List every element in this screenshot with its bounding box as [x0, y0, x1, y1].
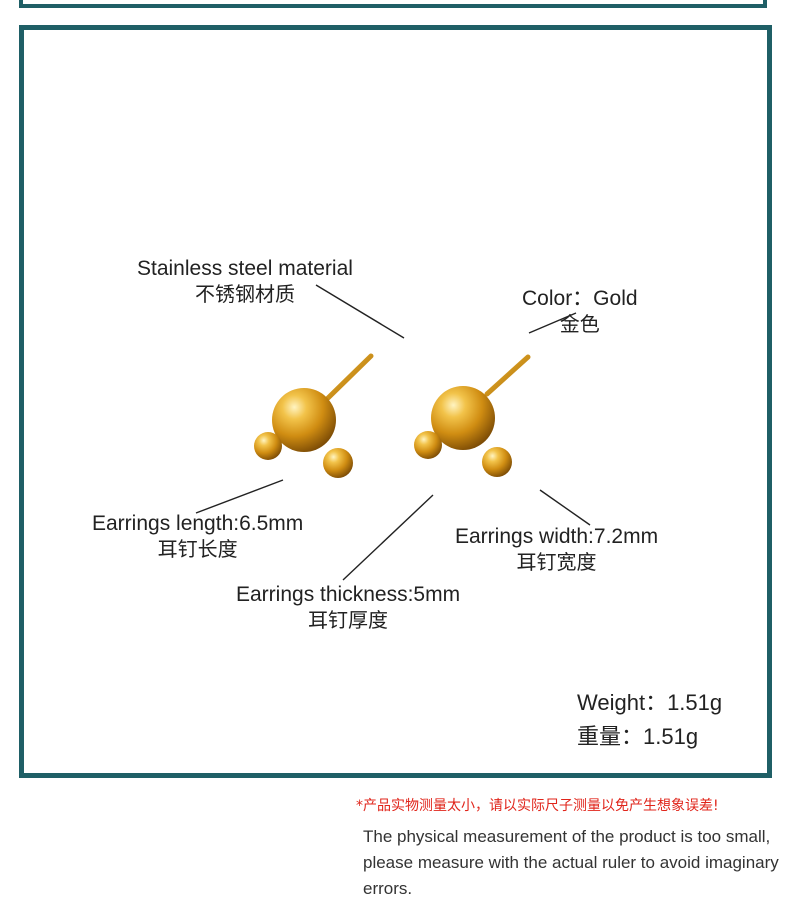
thickness-label: Earrings thickness:5mm 耳钉厚度: [236, 582, 460, 633]
color-label: Color：Gold 金色: [522, 286, 638, 337]
length-label-zh: 耳钉长度: [157, 537, 238, 562]
color-label-en: Color：Gold: [522, 287, 638, 310]
material-leader-line: [315, 284, 405, 339]
measurement-note-en: The physical measurement of the product …: [363, 827, 779, 898]
left-earring: [254, 353, 374, 478]
measurement-note-zh: *产品实物测量太小，请以实际尺子测量以免产生想象误差!: [356, 798, 719, 814]
length-label-en: Earrings length:6.5mm: [92, 512, 304, 535]
top-frame-border: [19, 0, 767, 8]
length-label: Earrings length:6.5mm 耳钉长度: [92, 511, 303, 562]
thickness-label-zh: 耳钉厚度: [308, 608, 389, 633]
material-label-en: Stainless steel material: [137, 257, 353, 280]
right-earring: [414, 354, 531, 477]
color-label-zh: 金色: [559, 312, 600, 337]
width-leader-line: [539, 489, 591, 526]
weight-zh: 重量：1.51g: [577, 724, 699, 749]
material-label-zh: 不锈钢材质: [194, 282, 295, 307]
material-label: Stainless steel material 不锈钢材质: [137, 256, 353, 307]
width-label-en: Earrings width:7.2mm: [455, 525, 659, 548]
length-leader-line: [195, 479, 284, 514]
thickness-leader-line: [342, 494, 434, 581]
width-label-zh: 耳钉宽度: [516, 550, 597, 575]
weight-en: Weight：1.51g: [577, 690, 723, 715]
width-label: Earrings width:7.2mm 耳钉宽度: [455, 524, 658, 575]
thickness-label-en: Earrings thickness:5mm: [236, 583, 461, 606]
weight-info: Weight：1.51g 重量：1.51g: [577, 686, 722, 754]
product-spec-frame: [19, 25, 772, 778]
color-leader-line: [528, 312, 577, 334]
